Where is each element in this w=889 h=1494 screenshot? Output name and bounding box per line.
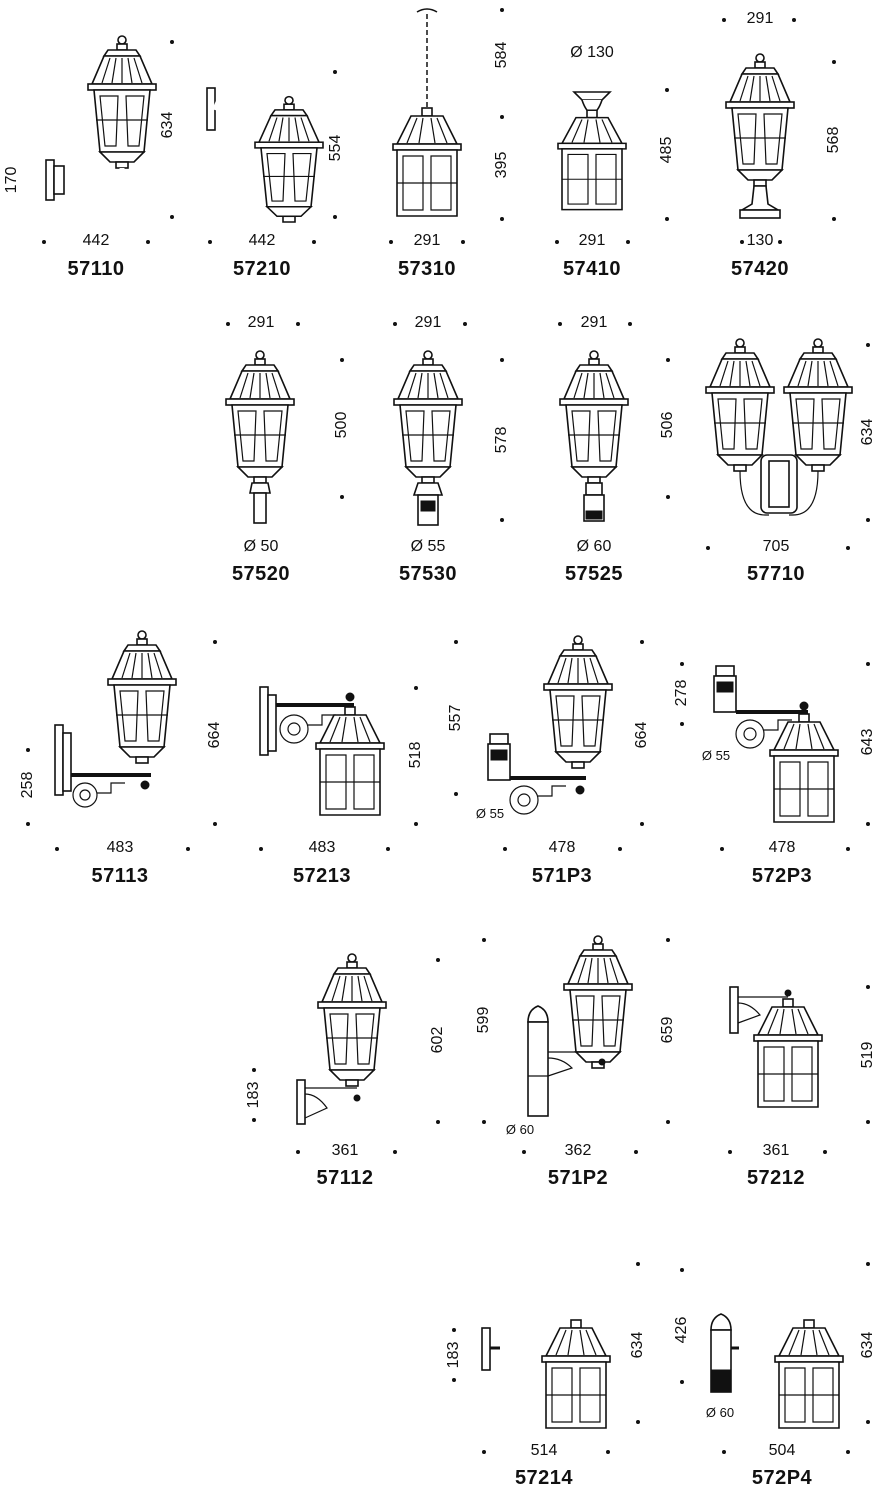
note-571P3: Ø 55	[475, 806, 505, 821]
height-dim-57410: 485	[658, 136, 675, 164]
height-dim-57210: 554	[327, 134, 344, 162]
lamp-57110-drawing	[45, 35, 157, 218]
height-dim-57530: 578	[493, 426, 510, 454]
width-dim-57525: Ø 60	[576, 538, 612, 555]
width-dim-57520: Ø 50	[243, 538, 279, 555]
height-dim-57110: 634	[159, 111, 176, 139]
lamp-57310-drawing	[392, 8, 462, 217]
width-dim-57212: 361	[762, 1142, 790, 1159]
height-dim-57212: 519	[859, 1041, 876, 1069]
extra-dim-572P3: 278	[673, 679, 690, 707]
width-dim-57530: Ø 55	[410, 538, 446, 555]
product-code-572P3: 572P3	[751, 865, 813, 887]
lamp-57710-drawing	[705, 338, 853, 516]
width-dim-57213: 483	[308, 839, 336, 856]
height-dim-572P4: 634	[859, 1331, 876, 1359]
product-code-57525: 57525	[564, 563, 624, 585]
height-dim-571P2: 659	[659, 1016, 676, 1044]
height-dim-571P3: 664	[633, 721, 650, 749]
extra-dim-572P4: 426	[673, 1316, 690, 1344]
product-code-57212: 57212	[746, 1167, 806, 1189]
product-code-57214: 57214	[514, 1467, 574, 1489]
width-dim-57210: 442	[248, 232, 276, 249]
lamp-571P2-drawing	[527, 935, 633, 1117]
product-code-571P2: 571P2	[547, 1167, 609, 1189]
product-code-57530: 57530	[398, 563, 458, 585]
lamp-57113-drawing	[54, 630, 177, 808]
lamp-57410-drawing	[557, 91, 627, 211]
product-code-57410: 57410	[562, 258, 622, 280]
height-dim-57113: 664	[206, 721, 223, 749]
extra-dim-571P2: 599	[475, 1006, 492, 1034]
lamp-57213-drawing	[259, 686, 385, 816]
top-dim-57520: 291	[247, 314, 275, 331]
width-dim-57420: 130	[746, 232, 774, 249]
product-code-57310: 57310	[397, 258, 457, 280]
width-dim-57310: 291	[413, 232, 441, 249]
width-dim-571P2: 362	[564, 1142, 592, 1159]
lamp-57530-drawing	[393, 350, 463, 526]
height-dim-57213: 518	[407, 741, 424, 769]
product-code-57110: 57110	[67, 258, 125, 280]
lamp-57212-drawing	[729, 986, 823, 1108]
height-dim-57520: 500	[333, 411, 350, 439]
product-code-57210: 57210	[232, 258, 292, 280]
product-code-57420: 57420	[730, 258, 790, 280]
extra-dim-57113: 258	[19, 771, 36, 799]
top-dim-57420: 291	[746, 10, 774, 27]
extra-dim-57112: 183	[245, 1081, 262, 1109]
lamp-572P4-drawing	[710, 1269, 844, 1429]
note-572P3: Ø 55	[701, 748, 731, 763]
lamp-57214-drawing	[481, 1269, 611, 1429]
width-dim-57110: 442	[82, 232, 110, 249]
top-dim-57530: 291	[414, 314, 442, 331]
width-dim-57214: 514	[530, 1442, 558, 1459]
product-code-57113: 57113	[91, 865, 149, 887]
product-code-571P3: 571P3	[531, 865, 593, 887]
height-dim-57525: 506	[659, 411, 676, 439]
width-dim-571P3: 478	[548, 839, 576, 856]
height-dim-57214: 634	[629, 1331, 646, 1359]
height-dim-572P3: 643	[859, 728, 876, 756]
note-572P4: Ø 60	[705, 1405, 735, 1420]
width-dim-57710: 705	[762, 538, 790, 555]
width-dim-572P3: 478	[768, 839, 796, 856]
lamp-57520-drawing	[225, 350, 295, 524]
product-code-57520: 57520	[231, 563, 291, 585]
product-code-572P4: 572P4	[751, 1467, 813, 1489]
width-dim-57410: 291	[578, 232, 606, 249]
lamp-57420-drawing	[725, 53, 795, 219]
lamp-571P3-drawing	[487, 635, 613, 815]
product-code-57710: 57710	[746, 563, 806, 585]
top-dim-57525: 291	[580, 314, 608, 331]
top-dim-57410: Ø 130	[570, 44, 614, 61]
width-dim-57112: 361	[331, 1142, 359, 1159]
extra-dim-57214: 183	[445, 1341, 462, 1369]
product-code-57213: 57213	[292, 865, 352, 887]
product-code-57112: 57112	[316, 1167, 374, 1189]
extra-dim-57310: 584	[493, 41, 510, 69]
width-dim-572P4: 504	[768, 1442, 796, 1459]
width-dim-57113: 483	[106, 839, 134, 856]
height-dim-57710: 634	[859, 418, 876, 446]
lamp-57525-drawing	[559, 350, 629, 522]
extra-dim-57110: 170	[3, 166, 20, 194]
extra-dim-571P3: 557	[447, 704, 464, 732]
lamp-572P3-drawing	[713, 665, 839, 823]
lamp-57210-drawing	[206, 75, 324, 223]
note-571P2: Ø 60	[505, 1122, 535, 1137]
height-dim-57420: 568	[825, 126, 842, 154]
height-dim-57310: 395	[493, 151, 510, 179]
lamp-57112-drawing	[296, 953, 387, 1125]
height-dim-57112: 602	[429, 1026, 446, 1054]
